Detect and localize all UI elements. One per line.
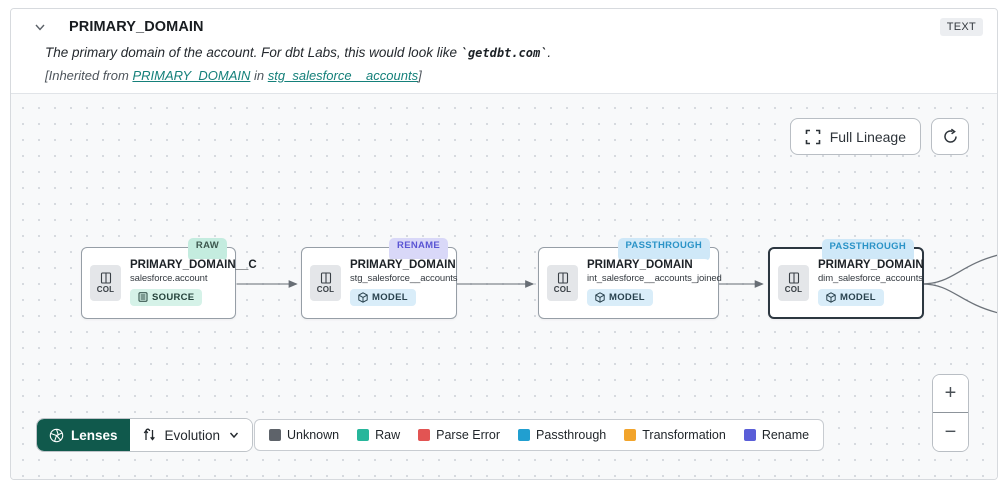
fullscreen-icon <box>805 129 821 144</box>
title-row: PRIMARY_DOMAIN TEXT <box>25 18 983 36</box>
inherited-prefix: [Inherited from <box>45 68 133 83</box>
col-label: COL <box>316 285 335 294</box>
legend-item-passthrough: Passthrough <box>518 428 606 442</box>
node-subtitle: dim_salesforce_accounts <box>818 272 923 284</box>
column-panel: PRIMARY_DOMAIN TEXT The primary domain o… <box>10 8 998 480</box>
inherited-suffix: ] <box>418 68 422 83</box>
lens-dropdown[interactable]: Evolution <box>129 419 253 451</box>
refresh-button[interactable] <box>931 118 969 155</box>
legend-swatch <box>624 429 637 441</box>
lineage-node-intermediate[interactable]: PASSTHROUGH COL PRIMARY_DOMAIN int_sales… <box>538 238 722 319</box>
badge-label: MODEL <box>840 291 876 303</box>
node-body: COL PRIMARY_DOMAIN__C salesforce.account… <box>90 258 257 308</box>
node-subtitle: salesforce.account <box>130 272 208 284</box>
legend-swatch <box>518 429 531 441</box>
model-icon <box>358 291 368 303</box>
legend-swatch <box>269 429 281 441</box>
column-icon: COL <box>310 265 341 301</box>
node-body: COL PRIMARY_DOMAIN stg_salesforce__accou… <box>310 258 458 308</box>
badge-label: SOURCE <box>152 291 195 303</box>
full-lineage-label: Full Lineage <box>829 128 906 145</box>
legend-swatch <box>743 429 756 441</box>
legend-swatch <box>418 429 431 441</box>
refresh-icon <box>943 128 957 143</box>
inherited-column-link[interactable]: PRIMARY_DOMAIN <box>132 68 251 83</box>
legend-label: Rename <box>761 428 810 442</box>
legend-item-rename: Rename <box>743 428 810 442</box>
column-description: The primary domain of the account. For d… <box>45 45 983 60</box>
collapse-chevron-icon[interactable] <box>33 20 47 34</box>
model-icon <box>826 291 836 303</box>
resource-badge-model: MODEL <box>587 288 653 306</box>
node-title: PRIMARY_DOMAIN <box>818 258 924 271</box>
resource-badge-source: SOURCE <box>130 288 203 306</box>
inherited-note: [Inherited from PRIMARY_DOMAIN in stg_sa… <box>45 68 983 83</box>
node-subtitle: int_salesforce__accounts_joined <box>587 272 722 284</box>
badge-label: MODEL <box>372 291 408 303</box>
resource-badge-model: MODEL <box>350 288 416 306</box>
full-lineage-button[interactable]: Full Lineage <box>789 118 921 155</box>
description-code: `getdbt.com` <box>460 46 548 60</box>
zoom-out-button[interactable]: − <box>933 413 968 451</box>
source-icon <box>138 292 148 302</box>
legend-item-parse-error: Parse Error <box>418 428 500 442</box>
lenses-toolbar: Lenses Evolution <box>36 418 254 452</box>
lineage-node-dim-selected[interactable]: PASSTHROUGH COL PRIMARY_DOMAIN dim_sales… <box>768 239 924 319</box>
lenses-label: Lenses <box>71 427 118 443</box>
node-title: PRIMARY_DOMAIN <box>587 258 693 271</box>
node-body: COL PRIMARY_DOMAIN int_salesforce__accou… <box>547 258 722 308</box>
zoom-in-button[interactable]: + <box>933 375 968 413</box>
col-label: COL <box>784 285 803 294</box>
canvas-controls: Full Lineage <box>789 118 969 155</box>
resource-badge-model: MODEL <box>818 288 884 306</box>
evolution-legend: Unknown Raw Parse Error Passthrough Tran… <box>254 419 825 451</box>
evolution-tag: RENAME <box>389 238 448 261</box>
node-title: PRIMARY_DOMAIN__C <box>130 258 257 271</box>
column-icon: COL <box>778 265 809 301</box>
chevron-down-icon <box>230 432 239 439</box>
legend-label: Transformation <box>642 428 726 442</box>
column-type-badge: TEXT <box>939 18 983 36</box>
legend-swatch <box>357 429 370 441</box>
legend-label: Raw <box>375 428 401 442</box>
node-title: PRIMARY_DOMAIN <box>350 258 456 271</box>
column-title: PRIMARY_DOMAIN <box>69 19 204 35</box>
evolution-icon <box>143 428 155 441</box>
description-text: The primary domain of the account. For d… <box>45 45 461 60</box>
evolution-tag: RAW <box>187 238 227 261</box>
lineage-node-staging[interactable]: RENAME COL PRIMARY_DOMAIN stg_salesforce… <box>301 238 458 319</box>
legend-label: Passthrough <box>536 428 607 442</box>
lineage-node-source[interactable]: RAW COL PRIMARY_DOMAIN__C salesforce.acc… <box>81 238 257 319</box>
inherited-middle: in <box>250 68 268 83</box>
lineage-canvas[interactable]: Full Lineage RAW COL <box>11 93 997 479</box>
col-label: COL <box>553 285 572 294</box>
lens-aperture-icon <box>49 428 64 442</box>
node-subtitle: stg_salesforce__accounts <box>350 272 458 284</box>
legend-label: Parse Error <box>436 428 501 442</box>
legend-label: Unknown <box>287 428 340 442</box>
legend-item-raw: Raw <box>357 428 400 442</box>
model-icon <box>595 291 605 303</box>
evolution-tag: PASSTHROUGH <box>821 239 914 262</box>
description-period: . <box>547 45 552 60</box>
column-icon: COL <box>547 265 578 301</box>
legend-item-transformation: Transformation <box>624 428 726 442</box>
column-header: PRIMARY_DOMAIN TEXT The primary domain o… <box>11 9 997 93</box>
legend-item-unknown: Unknown <box>269 428 339 442</box>
column-icon: COL <box>90 265 121 301</box>
inherited-model-link[interactable]: stg_salesforce__accounts <box>267 68 419 83</box>
lenses-button[interactable]: Lenses <box>37 419 130 451</box>
evolution-tag: PASSTHROUGH <box>617 238 710 261</box>
col-label: COL <box>96 285 115 294</box>
selected-lens-label: Evolution <box>164 427 221 443</box>
node-body: COL PRIMARY_DOMAIN dim_salesforce_accoun… <box>778 258 924 308</box>
badge-label: MODEL <box>609 291 645 303</box>
zoom-controls: + − <box>932 374 969 452</box>
